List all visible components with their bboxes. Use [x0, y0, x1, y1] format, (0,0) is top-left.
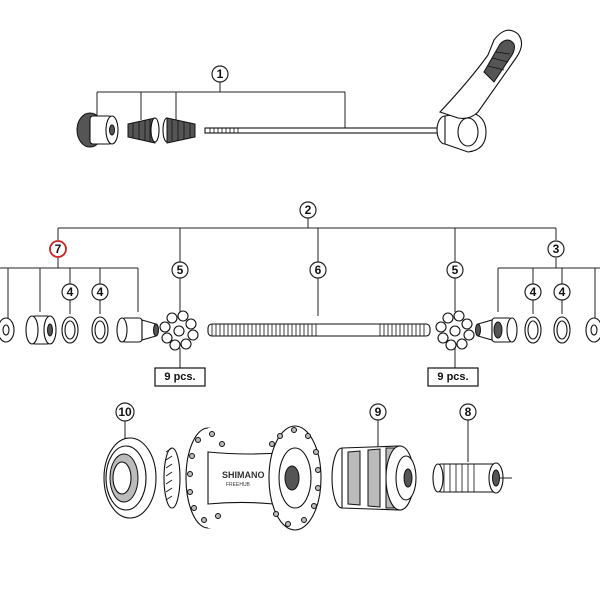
pcs-box-right: 9 pcs. [427, 367, 479, 387]
callout-4-left-a: 4 [61, 283, 79, 301]
callout-7: 7 [49, 240, 67, 258]
hub-brand-sub: FREEHUB [226, 482, 251, 488]
callout-3-label: 3 [553, 242, 560, 256]
left-ball-bearings [159, 310, 199, 351]
callout-3: 3 [547, 240, 565, 258]
callout-1-label: 1 [217, 67, 224, 81]
callout-7-highlight-ring [49, 240, 67, 258]
qr-lever [436, 29, 523, 153]
hub-axle [207, 323, 431, 337]
callout-4-right-a: 4 [524, 283, 542, 301]
right-cone [475, 317, 518, 343]
callout-4-left-b-label: 4 [97, 285, 104, 299]
left-flange-holes [187, 431, 225, 523]
callout-4-left-b: 4 [91, 283, 109, 301]
callout-4-right-a-label: 4 [530, 285, 537, 299]
pcs-box-left: 9 pcs. [154, 367, 206, 387]
freehub-body [331, 445, 417, 511]
callout-8-label: 8 [465, 405, 472, 419]
hub-shell: SHIMANO FREEHUB [163, 425, 322, 531]
hub-brand-logo: SHIMANO [222, 470, 265, 480]
callout-9: 9 [369, 403, 387, 421]
pcs-label-right: 9 pcs. [437, 371, 468, 383]
qr-spring-left [127, 117, 160, 144]
right-flange-holes [269, 427, 321, 527]
callout-7-label: 7 [55, 242, 62, 256]
callout-5-right: 5 [446, 261, 464, 279]
left-cone [116, 317, 159, 343]
pcs-label-left: 9 pcs. [164, 371, 195, 383]
freehub-fixing-bolt [432, 462, 512, 494]
qr-spring-right [162, 117, 196, 144]
right-lock-washer [585, 317, 600, 343]
callout-10-label: 10 [118, 405, 132, 419]
left-lock-washer [0, 317, 15, 343]
qr-skewer-rod [204, 127, 446, 134]
left-spacer-ring-2 [91, 316, 109, 344]
right-spacer-ring-1 [524, 316, 542, 344]
callout-1: 1 [211, 65, 229, 83]
left-spacer-ring-1 [61, 316, 79, 344]
callout-6: 6 [309, 261, 327, 279]
callout-2: 2 [299, 201, 317, 219]
callout-5-right-label: 5 [452, 263, 459, 277]
qr-adjusting-nut [76, 112, 119, 148]
hub-body-row: SHIMANO FREEHUB 10 [103, 402, 512, 531]
callout-4-right-b-label: 4 [559, 285, 566, 299]
quick-release-assembly: 1 [76, 29, 523, 153]
callout-4-right-b: 4 [553, 283, 571, 301]
callout-6-label: 6 [315, 263, 322, 277]
callout-9-label: 9 [375, 405, 382, 419]
callout-5-left-label: 5 [177, 263, 184, 277]
callout-5-left: 5 [171, 261, 189, 279]
left-lock-nut [25, 315, 57, 345]
callout-2-label: 2 [305, 203, 312, 217]
axle-assembly: 2 7 3 5 6 5 4 4 [0, 201, 600, 387]
right-ball-bearings [435, 310, 475, 351]
callout-8: 8 [459, 403, 477, 421]
left-dust-cap [103, 437, 157, 519]
callout-4-left-a-label: 4 [67, 285, 74, 299]
callout-10: 10 [115, 402, 135, 422]
right-spacer-ring-2 [553, 316, 571, 344]
